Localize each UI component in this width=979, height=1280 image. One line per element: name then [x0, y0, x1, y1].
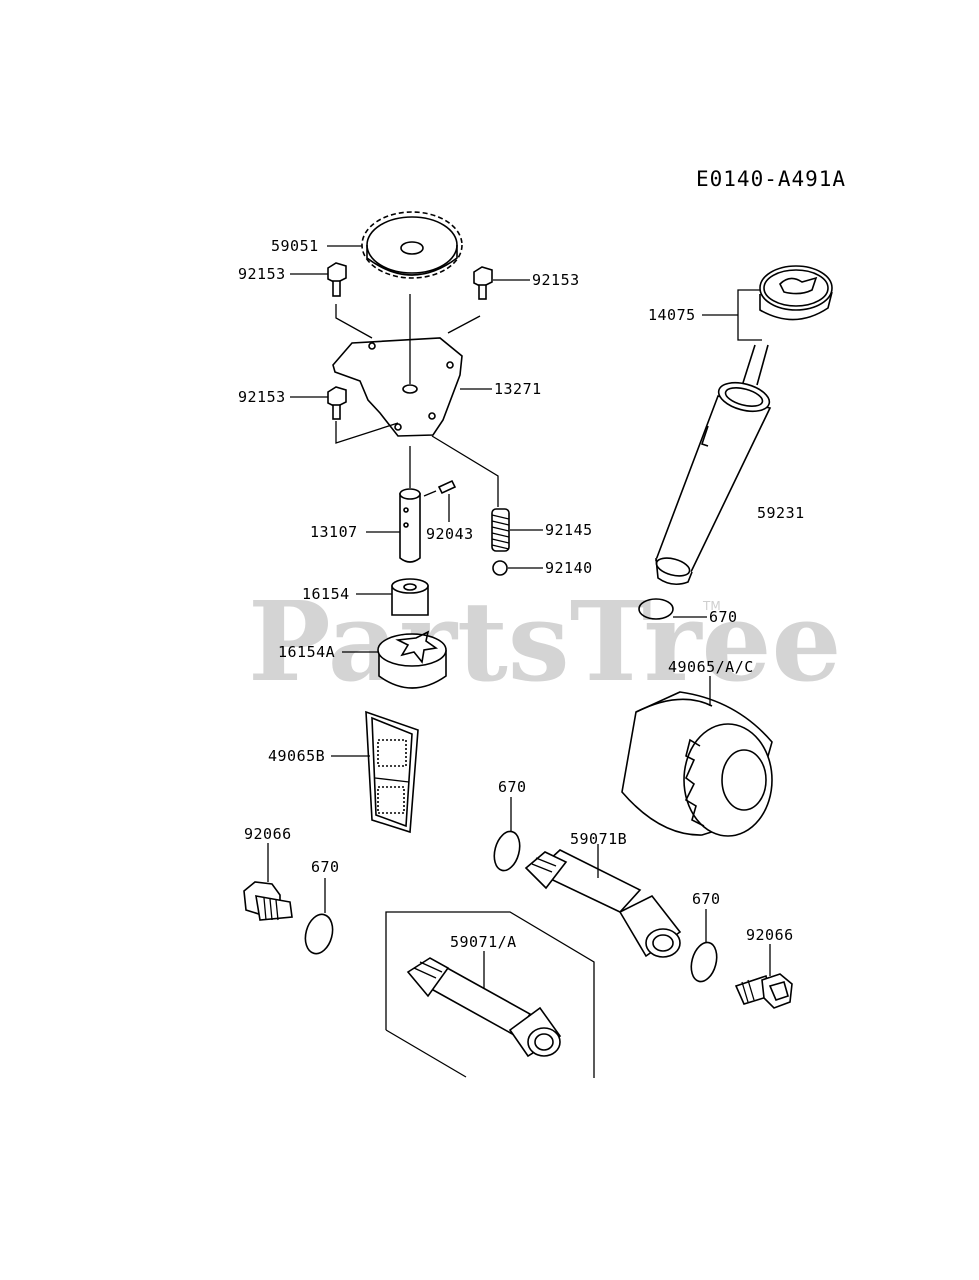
- diagram-code: E0140-A491A: [696, 167, 846, 191]
- strainer-part-49065B[interactable]: [365, 710, 419, 834]
- label-92153-right[interactable]: 92153: [532, 271, 580, 289]
- o-ring-part-670-left[interactable]: [301, 911, 336, 956]
- spring-part-92145[interactable]: [491, 508, 510, 552]
- label-92066-left[interactable]: 92066: [244, 825, 292, 843]
- inner-rotor-part-16154[interactable]: [391, 578, 429, 616]
- gear-part-59051[interactable]: [361, 211, 463, 279]
- label-49065AC[interactable]: 49065/A/C: [668, 658, 754, 676]
- bolt-part-92153-right[interactable]: [473, 266, 493, 300]
- label-14075[interactable]: 14075: [648, 306, 696, 324]
- drain-plug-part-92066-right[interactable]: [734, 973, 793, 1009]
- ball-part-92140[interactable]: [492, 560, 508, 576]
- label-59071B[interactable]: 59071B: [570, 830, 627, 848]
- pipe-part-59071B[interactable]: [524, 849, 682, 958]
- label-670-upper[interactable]: 670: [709, 608, 738, 626]
- label-92153-left[interactable]: 92153: [238, 265, 286, 283]
- label-92153-lower[interactable]: 92153: [238, 388, 286, 406]
- filler-tube-part-59231[interactable]: [654, 378, 773, 586]
- label-13271[interactable]: 13271: [494, 380, 542, 398]
- label-670-left[interactable]: 670: [311, 858, 340, 876]
- watermark-text: PartsTree: [248, 577, 842, 706]
- cover-plate-part-13271[interactable]: [332, 337, 463, 437]
- label-92043[interactable]: 92043: [426, 525, 474, 543]
- label-59051[interactable]: 59051: [271, 237, 319, 255]
- shaft-part-13107[interactable]: [399, 488, 421, 563]
- bolt-part-92153-lower[interactable]: [327, 386, 347, 420]
- o-ring-part-670-upper[interactable]: [638, 598, 674, 620]
- oil-filter-part-49065AC[interactable]: [621, 691, 773, 837]
- kit-outline-box: [385, 911, 595, 1078]
- dipstick-cap-part-14075[interactable]: [741, 265, 833, 387]
- label-16154[interactable]: 16154: [302, 585, 350, 603]
- o-ring-part-670-middle[interactable]: [490, 829, 524, 874]
- bolt-part-92153-left[interactable]: [327, 262, 347, 297]
- label-13107[interactable]: 13107: [310, 523, 358, 541]
- label-49065B[interactable]: 49065B: [268, 747, 325, 765]
- label-670-right[interactable]: 670: [692, 890, 721, 908]
- pin-part-92043[interactable]: [437, 479, 457, 495]
- label-59071A[interactable]: 59071/A: [450, 933, 517, 951]
- label-92140[interactable]: 92140: [545, 559, 593, 577]
- o-ring-part-670-right[interactable]: [687, 940, 721, 985]
- drain-plug-part-92066-left[interactable]: [243, 881, 293, 921]
- outer-rotor-part-16154A[interactable]: [377, 630, 447, 689]
- watermark-trademark: TM: [702, 599, 721, 613]
- label-16154A[interactable]: 16154A: [278, 643, 335, 661]
- label-92066-right[interactable]: 92066: [746, 926, 794, 944]
- pipe-part-59071A[interactable]: [406, 957, 562, 1058]
- label-92145[interactable]: 92145: [545, 521, 593, 539]
- label-59231[interactable]: 59231: [757, 504, 805, 522]
- label-670-middle[interactable]: 670: [498, 778, 527, 796]
